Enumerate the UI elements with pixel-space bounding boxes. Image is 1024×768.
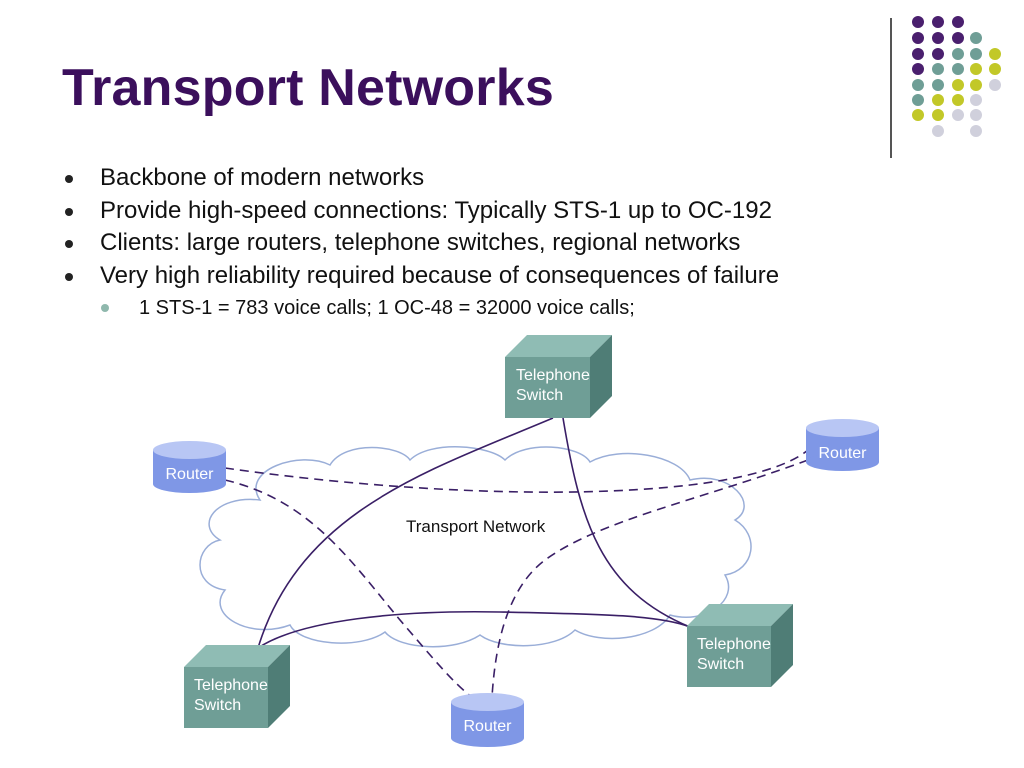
router-right-label: Router xyxy=(818,445,867,462)
router-links xyxy=(224,449,809,698)
bullet-item: Very high reliability required because o… xyxy=(62,260,779,293)
switch-right-label: Telephone Switch xyxy=(697,635,771,675)
router-left-label: Router xyxy=(165,466,214,483)
link-router-left-to-router-bottom xyxy=(224,479,473,698)
bullet-item: Provide high-speed connections: Typicall… xyxy=(62,195,779,228)
sub-bullet-item: 1 STS-1 = 783 voice calls; 1 OC-48 = 320… xyxy=(62,292,779,322)
cloud-label: Transport Network xyxy=(406,517,546,536)
link-switch-top-to-switch-left xyxy=(257,417,554,649)
telephone-switch-right xyxy=(687,604,793,687)
switch-label-line2: Switch xyxy=(194,697,242,714)
switch-label-line1: Telephone xyxy=(697,636,771,653)
switch-label-line2: Switch xyxy=(516,387,564,404)
link-switch-top-to-switch-right xyxy=(562,417,691,628)
telephone-switch-top xyxy=(505,335,612,418)
router-left xyxy=(153,441,226,493)
slide-title: Transport Networks xyxy=(62,59,554,117)
bullet-item: Backbone of modern networks xyxy=(62,162,779,195)
switch-label-line1: Telephone xyxy=(194,677,268,694)
switch-top-label: Telephone Switch xyxy=(516,366,590,406)
router-bottom-label: Router xyxy=(463,718,512,735)
link-router-left-to-router-right xyxy=(224,449,809,493)
switch-label-line1: Telephone xyxy=(516,367,590,384)
router-right xyxy=(806,419,879,471)
router-bottom xyxy=(451,693,524,747)
title-divider-line xyxy=(890,18,892,158)
bullet-list: Backbone of modern networks Provide high… xyxy=(62,162,779,322)
link-router-right-to-router-bottom xyxy=(491,459,809,698)
switch-left-label: Telephone Switch xyxy=(194,676,268,716)
switch-links xyxy=(257,417,691,649)
decorative-dot-grid xyxy=(912,16,1001,137)
switch-label-line2: Switch xyxy=(697,656,745,673)
bullet-item: Clients: large routers, telephone switch… xyxy=(62,227,779,260)
link-switch-left-to-switch-right xyxy=(257,610,691,649)
telephone-switch-left xyxy=(184,645,290,728)
